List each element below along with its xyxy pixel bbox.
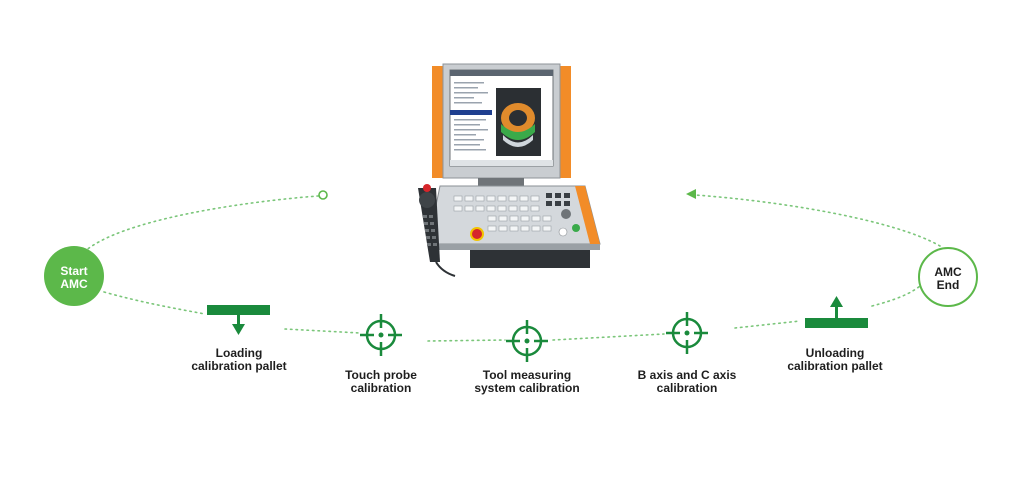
flow-path-start-to-loading [103, 291, 206, 315]
step-label-line1: B axis and C axis [637, 368, 737, 382]
pallet-up-arrow-icon [805, 296, 868, 328]
amc-end-node [918, 247, 978, 307]
start-amc-label-line1: Start [60, 264, 88, 278]
crosshair-target-icon [360, 314, 402, 356]
step-label-touch-probe: Touch probe calibration [316, 369, 446, 395]
flow-path-unloading-to-end [871, 285, 921, 307]
flow-path-loading-to-probe [284, 328, 361, 334]
start-amc-label: Start AMC [44, 265, 104, 291]
start-amc-label-line2: AMC [60, 277, 88, 291]
step-label-line2: calibration [656, 381, 718, 395]
step-label-loading: Loading calibration pallet [174, 347, 304, 373]
step-label-line1: Unloading [805, 346, 865, 360]
start-amc-node [44, 246, 104, 306]
flow-path [83, 194, 941, 342]
flow-path-tool-to-baxis [552, 333, 665, 341]
amc-end-label-line1: AMC [934, 265, 962, 279]
path-arrowhead-icon [686, 189, 696, 199]
crosshair-target-icon [666, 312, 708, 354]
crosshair-target-icon [506, 320, 548, 362]
step-label-line1: Tool measuring [482, 368, 572, 382]
step-label-line2: system calibration [474, 381, 580, 395]
flow-path-baxis-to-unloading [734, 320, 801, 329]
cnc-control-panel-icon [418, 63, 601, 277]
step-label-line2: calibration pallet [191, 359, 287, 373]
flow-path-upper-left [83, 195, 319, 253]
step-label-line1: Touch probe [345, 368, 417, 382]
amc-end-label-line2: End [936, 278, 960, 292]
flow-path-probe-to-tool [427, 339, 506, 342]
step-label-line1: Loading [215, 346, 263, 360]
flow-path-upper-right [694, 194, 941, 247]
path-end-circle-icon [318, 190, 328, 200]
step-label-tool-measuring: Tool measuring system calibration [452, 369, 602, 395]
amc-end-label: AMC End [918, 266, 978, 292]
step-label-unloading: Unloading calibration pallet [770, 347, 900, 373]
step-label-line2: calibration [350, 381, 412, 395]
step-label-b-c-axis: B axis and C axis calibration [617, 369, 757, 395]
pallet-down-arrow-icon [207, 305, 270, 335]
step-label-line2: calibration pallet [787, 359, 883, 373]
